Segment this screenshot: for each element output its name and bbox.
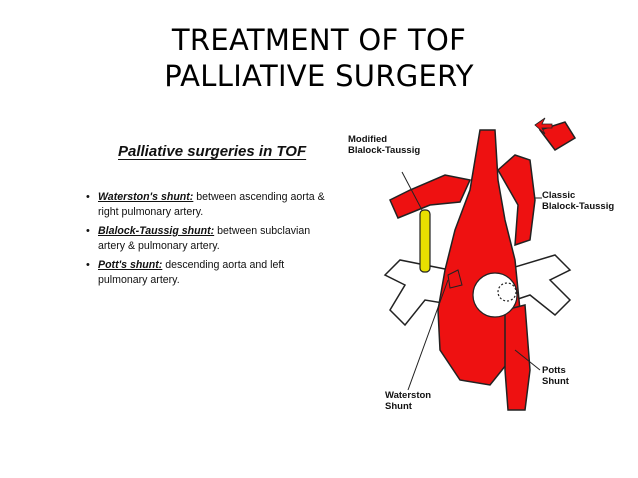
title-line-2: PALLIATIVE SURGERY [164, 59, 474, 93]
list-item-text: descending aorta and left pulmonary arte… [98, 259, 285, 286]
potts-shunt-label: Potts Shunt [542, 365, 569, 387]
waterston-connection [447, 269, 463, 289]
bullet-icon: • [86, 225, 90, 237]
list-item-text: between ascending aorta & right pulmonar… [98, 191, 325, 218]
list-item: • Waterston's shunt: between ascending a… [86, 190, 326, 220]
list-item-term: Blalock-Taussig shunt: [98, 225, 215, 237]
list-item: • Pott's shunt: descending aorta and lef… [86, 258, 326, 288]
panel-heading: Palliative surgeries in TOF [118, 143, 307, 160]
list-item-term: Waterston's shunt: [98, 191, 194, 203]
top-right-vessel [538, 121, 577, 151]
list-item-text: between subclavian artery & pulmonary ar… [98, 225, 311, 252]
list-item: • Blalock-Taussig shunt: between subclav… [86, 224, 326, 254]
bullet-icon: • [86, 259, 90, 271]
classic-bt-label: Classic Blalock-Taussig [542, 190, 615, 212]
shunt-diagram: Modified Blalock-Taussig Classic Blalock… [330, 110, 630, 440]
title-line-1: TREATMENT OF TOF [171, 23, 467, 57]
potts-shunt-site [497, 282, 517, 302]
classic-bt-vessel [497, 154, 536, 247]
pulmonary-trunk [472, 272, 518, 318]
modified-bt-label: Modified Blalock-Taussig [348, 134, 421, 156]
slide-title: TREATMENT OF TOF PALLIATIVE SURGERY [0, 22, 638, 94]
descending-aorta [504, 304, 531, 411]
arrow-icon [534, 117, 553, 135]
right-subclavian-artery [389, 174, 472, 219]
list-item-term: Pott's shunt: [98, 259, 163, 271]
surgery-list: • Waterston's shunt: between ascending a… [86, 190, 326, 292]
modified-bt-shunt [419, 209, 431, 273]
waterston-shunt-label: Waterston Shunt [385, 390, 432, 412]
aorta-trunk [437, 129, 521, 386]
heart-vessels-illustration [383, 117, 577, 411]
bullet-icon: • [86, 191, 90, 203]
